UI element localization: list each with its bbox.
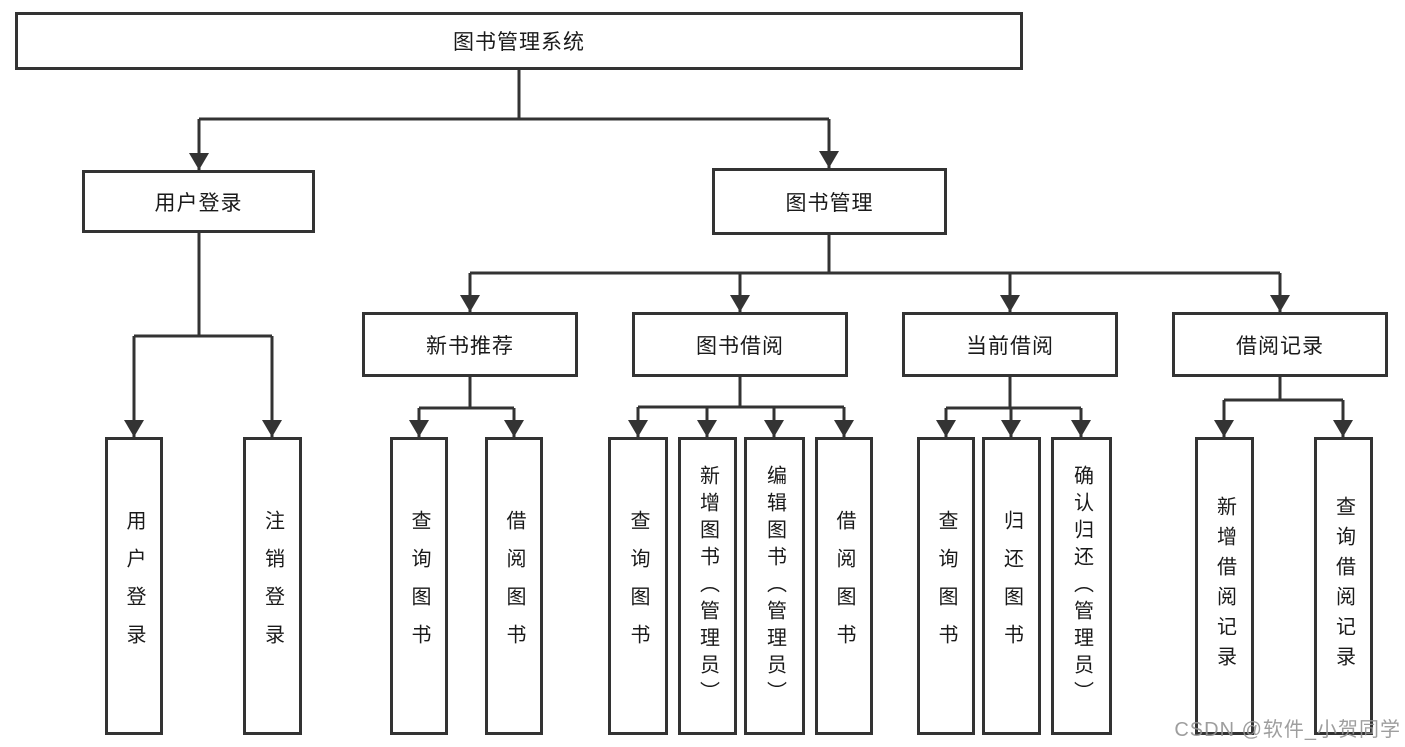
node-book-borrow: 图书借阅 bbox=[632, 312, 848, 377]
node-book-management: 图书管理 bbox=[712, 168, 947, 235]
leaf-query-books-borrow: 查询图书 bbox=[608, 437, 668, 735]
node-new-book-recommend: 新书推荐 bbox=[362, 312, 578, 377]
node-label: 查询图书 bbox=[408, 510, 430, 662]
leaf-query-books-recommend: 查询图书 bbox=[390, 437, 448, 735]
node-label: 当前借阅 bbox=[966, 334, 1054, 358]
node-label: 新书推荐 bbox=[426, 334, 514, 358]
leaf-return-books: 归还图书 bbox=[982, 437, 1041, 735]
node-label: 新增借阅记录 bbox=[1213, 496, 1236, 676]
node-borrow-records: 借阅记录 bbox=[1172, 312, 1388, 377]
leaf-borrow-books: 借阅图书 bbox=[815, 437, 873, 735]
node-label: 查询图书 bbox=[935, 510, 957, 662]
leaf-user-login: 用户登录 bbox=[105, 437, 163, 735]
leaf-logout: 注销登录 bbox=[243, 437, 302, 735]
node-label: 借阅图书 bbox=[833, 510, 855, 662]
leaf-query-borrow-record: 查询借阅记录 bbox=[1314, 437, 1373, 735]
node-label: 新增图书（管理员） bbox=[696, 464, 719, 708]
node-label: 编辑图书（管理员） bbox=[763, 464, 786, 708]
leaf-query-books-current: 查询图书 bbox=[917, 437, 975, 735]
node-label: 查询借阅记录 bbox=[1332, 496, 1355, 676]
leaf-add-books-admin: 新增图书（管理员） bbox=[678, 437, 737, 735]
node-label: 确认归还（管理员） bbox=[1070, 464, 1093, 708]
node-label: 查询图书 bbox=[627, 510, 649, 662]
node-label: 借阅图书 bbox=[503, 510, 525, 662]
watermark: CSDN @软件_小贺同学 bbox=[1174, 719, 1401, 741]
node-user-login-branch: 用户登录 bbox=[82, 170, 315, 233]
node-label: 图书借阅 bbox=[696, 334, 784, 358]
node-label: 图书管理 bbox=[785, 191, 874, 215]
node-label: 图书管理系统 bbox=[453, 31, 585, 54]
node-library-system: 图书管理系统 bbox=[15, 12, 1023, 70]
leaf-borrow-books-recommend: 借阅图书 bbox=[485, 437, 543, 735]
node-label: 用户登录 bbox=[154, 191, 243, 215]
node-label: 归还图书 bbox=[1000, 510, 1023, 662]
node-label: 借阅记录 bbox=[1236, 334, 1324, 358]
leaf-confirm-return-admin: 确认归还（管理员） bbox=[1051, 437, 1112, 735]
leaf-add-borrow-record: 新增借阅记录 bbox=[1195, 437, 1254, 735]
node-label: 注销登录 bbox=[261, 510, 284, 662]
leaf-edit-books-admin: 编辑图书（管理员） bbox=[744, 437, 805, 735]
node-current-borrow: 当前借阅 bbox=[902, 312, 1118, 377]
node-label: 用户登录 bbox=[123, 510, 145, 662]
